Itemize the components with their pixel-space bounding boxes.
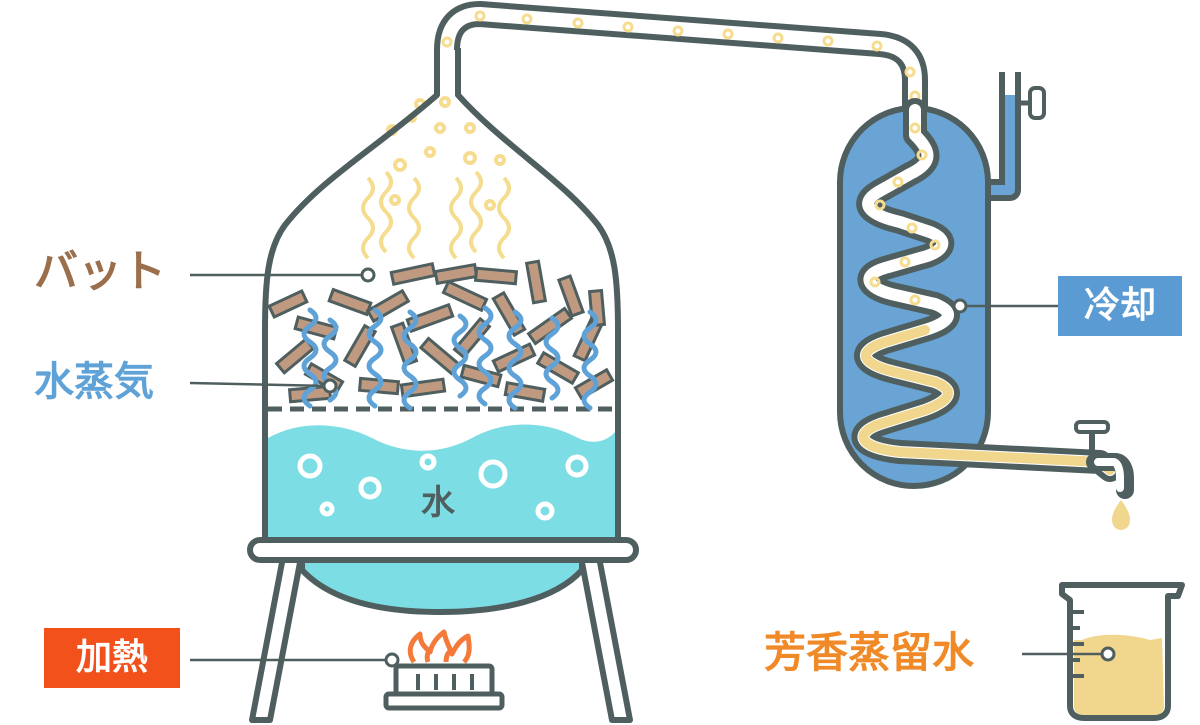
coil-condenser [837,72,1134,530]
water-bubbles [297,453,589,521]
vapor-rising [361,96,511,260]
label-water: 水 [421,483,455,523]
water-body [268,424,615,540]
label-cooling: 冷却 [1058,276,1182,336]
label-product: 芳香蒸留水 [764,628,975,677]
gas-burner [383,629,505,711]
flask-outline [262,48,621,615]
beaker [1059,582,1185,721]
steam-squiggles [301,305,599,411]
leader-lines [189,267,1116,668]
water-lower [302,560,582,612]
still-flask [247,48,639,723]
label-steam: 水蒸気 [34,359,154,405]
stand-ring [247,537,639,563]
label-bat: バット [34,246,166,297]
flame-icon [407,629,472,664]
label-heating: 加熱 [44,628,180,688]
vapor-pipe [434,1,928,110]
